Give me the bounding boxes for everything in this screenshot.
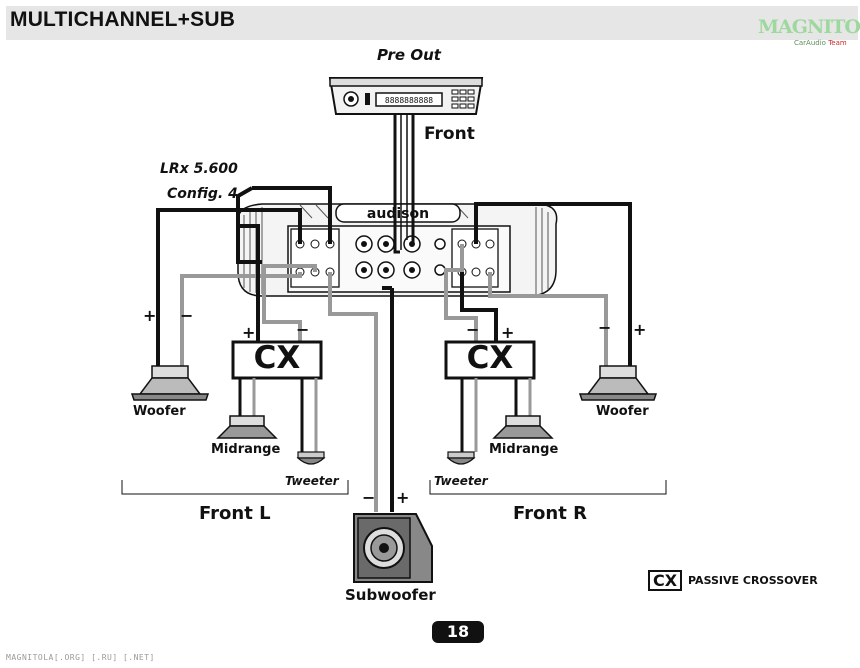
woofer-right-label: Woofer xyxy=(596,404,649,419)
tweeter-right-label: Tweeter xyxy=(434,474,488,488)
wire-subwoofer xyxy=(328,272,394,512)
tweeter-left-icon xyxy=(296,451,326,465)
display-text: 8888888888 xyxy=(385,96,433,105)
header-bar xyxy=(6,6,858,40)
legend-cx-symbol: CX xyxy=(648,570,682,591)
wire-woofer-right xyxy=(474,202,632,376)
front-right-label: Front R xyxy=(513,503,587,524)
crossover-left-label: CX xyxy=(253,340,301,376)
midrange-right-icon xyxy=(492,415,554,439)
magnitola-logo: MAGNITOLA CarAudio Team xyxy=(758,16,860,50)
polarity-plus-cx-right: + xyxy=(501,323,515,342)
wire-cx-right-outputs xyxy=(460,378,532,452)
polarity-minus-subwoofer: − xyxy=(362,488,376,507)
wire-cx-left-input xyxy=(236,186,332,342)
logo-subtitle: CarAudio Team xyxy=(794,39,847,47)
page-number: 18 xyxy=(432,621,484,643)
midrange-left-icon xyxy=(216,415,278,439)
crossover-left xyxy=(231,340,323,380)
bracket-front-right xyxy=(429,480,667,495)
crossover-right xyxy=(444,340,536,380)
amp-brand: audison xyxy=(367,206,429,222)
polarity-minus-cx-right: − xyxy=(466,320,480,339)
amp-config-label: Config. 4 xyxy=(167,186,238,202)
bracket-front-left xyxy=(121,480,349,495)
woofer-right-icon xyxy=(578,365,658,401)
midrange-right-label: Midrange xyxy=(489,442,559,457)
rca-cables xyxy=(393,114,415,254)
front-left-label: Front L xyxy=(199,503,271,524)
amp-model-label: LRx 5.600 xyxy=(160,161,238,177)
polarity-minus-woofer-left: − xyxy=(180,306,194,325)
wire-woofer-left xyxy=(156,208,302,376)
polarity-plus-subwoofer: + xyxy=(396,488,410,507)
crossover-right-label: CX xyxy=(466,340,514,376)
wire-cx-right-input xyxy=(444,244,498,342)
tweeter-right-icon xyxy=(446,451,476,465)
woofer-left-label: Woofer xyxy=(133,404,186,419)
midrange-left-label: Midrange xyxy=(211,442,281,457)
logo-sub-team: Team xyxy=(828,39,847,47)
subwoofer-icon xyxy=(353,513,433,583)
woofer-left-icon xyxy=(130,365,210,401)
subwoofer-label: Subwoofer xyxy=(345,586,436,604)
polarity-plus-woofer-right: + xyxy=(633,320,647,339)
head-unit: 8888888888 xyxy=(328,77,484,115)
wire-cx-left-outputs xyxy=(238,378,318,452)
logo-sub-caraudio: CarAudio xyxy=(794,39,826,47)
logo-word: MAGNITOLA xyxy=(758,16,860,38)
footer-watermark: MAGNITOLA[.ORG] [.RU] [.NET] xyxy=(6,653,155,662)
page-title: MULTICHANNEL+SUB xyxy=(10,8,236,31)
head-unit-display xyxy=(375,92,443,107)
polarity-minus-cx-left: − xyxy=(296,320,310,339)
pre-out-label: Pre Out xyxy=(377,46,441,64)
polarity-plus-cx-left: + xyxy=(242,323,256,342)
polarity-plus-woofer-left: + xyxy=(143,306,157,325)
polarity-minus-woofer-right: − xyxy=(598,318,612,337)
tweeter-left-label: Tweeter xyxy=(285,474,339,488)
amplifier: audison xyxy=(237,203,558,297)
legend-cx-text: PASSIVE CROSSOVER xyxy=(688,574,818,587)
front-output-label: Front xyxy=(424,124,475,144)
